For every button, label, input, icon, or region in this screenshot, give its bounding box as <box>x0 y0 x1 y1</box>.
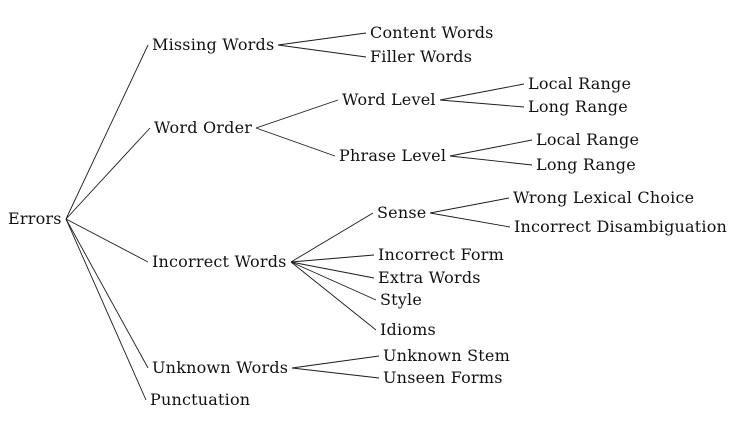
tree-node-unknown-words: Unknown Words <box>152 358 289 377</box>
tree-node-punctuation: Punctuation <box>150 390 251 409</box>
tree-node-incorrect-form: Incorrect Form <box>378 245 504 264</box>
tree-node-local-range-word: Local Range <box>528 74 632 93</box>
tree-node-unknown-stem: Unknown Stem <box>383 346 510 365</box>
tree-node-content-words: Content Words <box>370 23 494 42</box>
tree-node-missing-words: Missing Words <box>152 35 275 54</box>
tree-node-local-range-phrase: Local Range <box>536 130 640 149</box>
tree-node-long-range-phrase: Long Range <box>536 155 636 174</box>
tree-node-style: Style <box>380 290 423 309</box>
tree-node-phrase-level: Phrase Level <box>339 146 447 165</box>
tree-node-idioms: Idioms <box>380 320 436 339</box>
tree-node-unseen-forms: Unseen Forms <box>383 368 503 387</box>
tree-node-incorrect-disambiguation: Incorrect Disambiguation <box>514 217 728 236</box>
tree-node-long-range-word: Long Range <box>528 97 628 116</box>
tree-node-wrong-lexical-choice: Wrong Lexical Choice <box>513 188 695 207</box>
tree-node-word-order: Word Order <box>154 118 253 137</box>
tree-node-filler-words: Filler Words <box>370 47 473 66</box>
tree-node-word-level: Word Level <box>342 90 436 109</box>
tree-node-sense: Sense <box>377 203 427 222</box>
tree-node-incorrect-words: Incorrect Words <box>152 252 287 271</box>
tree-node-extra-words: Extra Words <box>378 268 481 287</box>
tree-node-errors: Errors <box>8 209 62 228</box>
